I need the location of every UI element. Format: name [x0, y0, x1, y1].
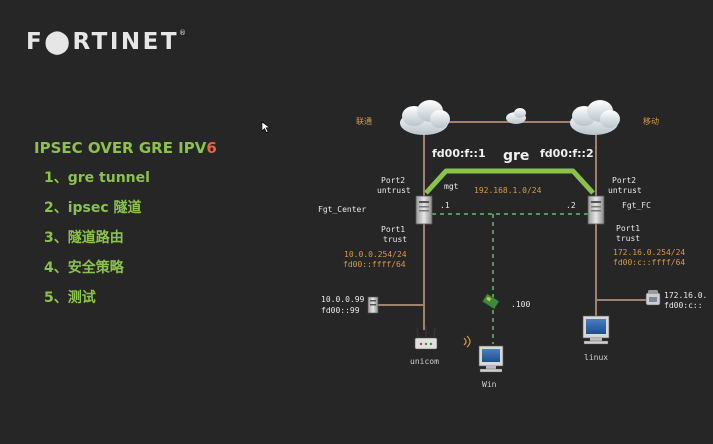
gre-tunnel-label: gre: [503, 148, 529, 164]
cloud-middle-icon: [506, 108, 526, 124]
network-card-icon: [482, 293, 500, 310]
linux-computer-icon: [582, 315, 610, 345]
agenda-title-main: IPSEC OVER GRE IPV: [34, 139, 207, 157]
wifi-signal-icon: [463, 335, 471, 348]
right-trust-label: trust: [616, 234, 640, 243]
cloud-left-icon: [400, 100, 450, 135]
right-firewall-name: Fgt_FC: [622, 201, 651, 210]
right-port1-label: Port1: [616, 224, 640, 233]
fortigate-fc-icon: [587, 195, 605, 225]
router-name-label: unicom: [410, 357, 439, 366]
gre-tunnel: [424, 168, 595, 195]
agenda-list: 1、gre tunnel 2、ipsec 隧道 3、隧道路由 4、安全策略 5、…: [44, 168, 150, 318]
right-untrust-label: untrust: [608, 186, 642, 195]
agenda-item-testing: 5、测试: [44, 290, 96, 306]
win-name-label: Win: [482, 380, 497, 389]
win-host-label: .100: [511, 300, 530, 309]
mgt-subnet-label: 192.168.1.0/24: [474, 186, 542, 195]
left-lan-ipv6: fd00::ffff/64: [343, 260, 406, 269]
fortigate-center-icon: [415, 195, 433, 225]
right-phone-icon: [645, 290, 661, 306]
left-trust-label: trust: [383, 235, 407, 244]
mgt-label: mgt: [444, 182, 459, 191]
left-port1-label: Port1: [381, 225, 405, 234]
logo-registered-mark: ®: [179, 29, 187, 37]
left-firewall-name: Fgt_Center: [318, 205, 366, 214]
unicom-router-icon: [414, 326, 438, 350]
cloud-right-icon: [570, 100, 620, 135]
agenda-item-security-policy: 4、安全策略: [44, 260, 124, 276]
mouse-cursor-icon: [261, 121, 271, 133]
agenda-title-accent: 6: [206, 139, 217, 157]
mgt-network: [432, 213, 588, 344]
mgt-right-host-label: .2: [566, 201, 576, 210]
mgt-left-host-label: .1: [440, 201, 450, 210]
isp-left-label: 联通: [356, 116, 372, 126]
fortinet-logo: F⬤RTINET®: [26, 29, 186, 55]
left-server-ipv4: 10.0.0.99: [321, 295, 365, 304]
right-lan-ipv4: 172.16.0.254/24: [613, 248, 685, 257]
win-computer-icon: [478, 345, 504, 373]
agenda-title: IPSEC OVER GRE IPV6: [34, 139, 217, 157]
agenda-item-gre-tunnel: 1、gre tunnel: [44, 170, 150, 186]
right-server-ipv6: fd00:c::: [664, 301, 703, 310]
gre-left-ip: fd00:f::1: [432, 147, 486, 160]
left-untrust-label: untrust: [377, 186, 411, 195]
agenda-item-tunnel-routing: 3、隧道路由: [44, 230, 124, 246]
isp-right-label: 移动: [643, 116, 659, 126]
gre-right-ip: fd00:f::2: [540, 147, 594, 160]
right-port2-label: Port2: [612, 176, 636, 185]
right-lan-ipv6: fd00:c::ffff/64: [613, 258, 685, 267]
left-port2-label: Port2: [381, 176, 405, 185]
logo-text: F⬤RTINET: [26, 29, 180, 55]
right-server-ipv4: 172.16.0.: [664, 291, 707, 300]
linux-name-label: linux: [584, 353, 608, 362]
agenda-item-ipsec-tunnel: 2、ipsec 隧道: [44, 200, 142, 216]
diagram-labels: 联通 移动 gre fd00:f::1 fd00:f::2 Port2 untr…: [318, 116, 707, 389]
left-lan-ipv4: 10.0.0.254/24: [344, 250, 407, 259]
left-server-ipv6: fd00::99: [321, 306, 360, 315]
left-server-icon: [367, 296, 379, 314]
